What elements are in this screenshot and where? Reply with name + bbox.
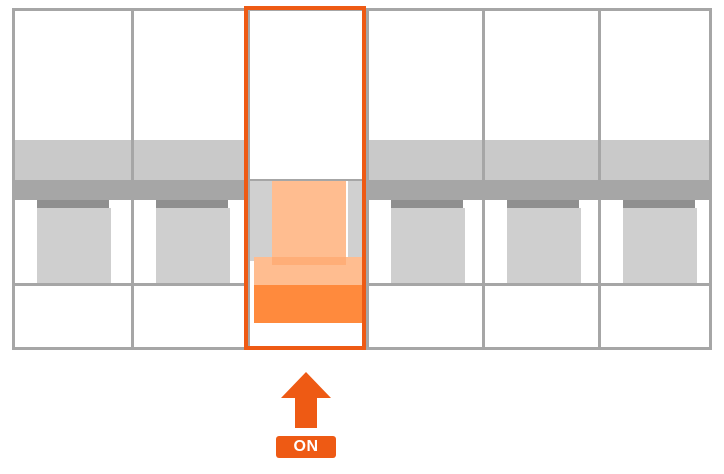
switch-track-side xyxy=(250,181,272,261)
switch-divider xyxy=(134,283,250,286)
switch-rail xyxy=(369,180,485,200)
switch-track-band xyxy=(369,140,485,180)
switch-rail xyxy=(250,179,366,181)
switch-notch xyxy=(623,200,695,208)
switch-notch xyxy=(37,200,109,208)
switch-lever-base xyxy=(254,285,362,323)
switch-divider xyxy=(485,283,601,286)
arrow-up-icon xyxy=(281,372,331,428)
switch-track-band xyxy=(601,140,709,180)
dip-switch-1[interactable] xyxy=(15,11,131,347)
switch-lever-on xyxy=(272,181,346,261)
switch-divider xyxy=(601,283,709,286)
switch-rail xyxy=(15,180,131,200)
switch-track-side xyxy=(348,181,366,261)
switch-divider xyxy=(15,283,131,286)
dip-switch-2[interactable] xyxy=(134,11,250,347)
dip-switch-3-on[interactable] xyxy=(250,11,366,347)
switch-divider xyxy=(369,283,485,286)
switch-lever-off xyxy=(156,208,230,283)
switch-track-band xyxy=(15,140,131,180)
on-switch-highlight xyxy=(244,6,366,350)
switch-notch xyxy=(156,200,228,208)
switch-lever-off xyxy=(391,208,465,283)
switch-rail xyxy=(601,180,709,200)
switch-separator xyxy=(366,11,369,347)
dip-switch-4[interactable] xyxy=(369,11,485,347)
switch-rail xyxy=(485,180,601,200)
on-label-badge: ON xyxy=(276,436,336,458)
switch-separator xyxy=(598,11,601,347)
switch-separator xyxy=(247,11,250,347)
switch-notch xyxy=(507,200,579,208)
switch-track-band xyxy=(485,140,601,180)
switch-lever-off xyxy=(37,208,111,283)
switch-lever-step-top xyxy=(272,257,346,265)
switch-rail xyxy=(134,180,250,200)
dip-switch-5[interactable] xyxy=(485,11,601,347)
switch-lever-off xyxy=(623,208,697,283)
switch-track-band xyxy=(134,140,250,180)
switch-bottom xyxy=(250,323,366,347)
dip-switch-6[interactable] xyxy=(601,11,709,347)
switch-separator xyxy=(131,11,134,347)
switch-notch xyxy=(391,200,463,208)
switch-separator xyxy=(482,11,485,347)
switch-lever-off xyxy=(507,208,581,283)
